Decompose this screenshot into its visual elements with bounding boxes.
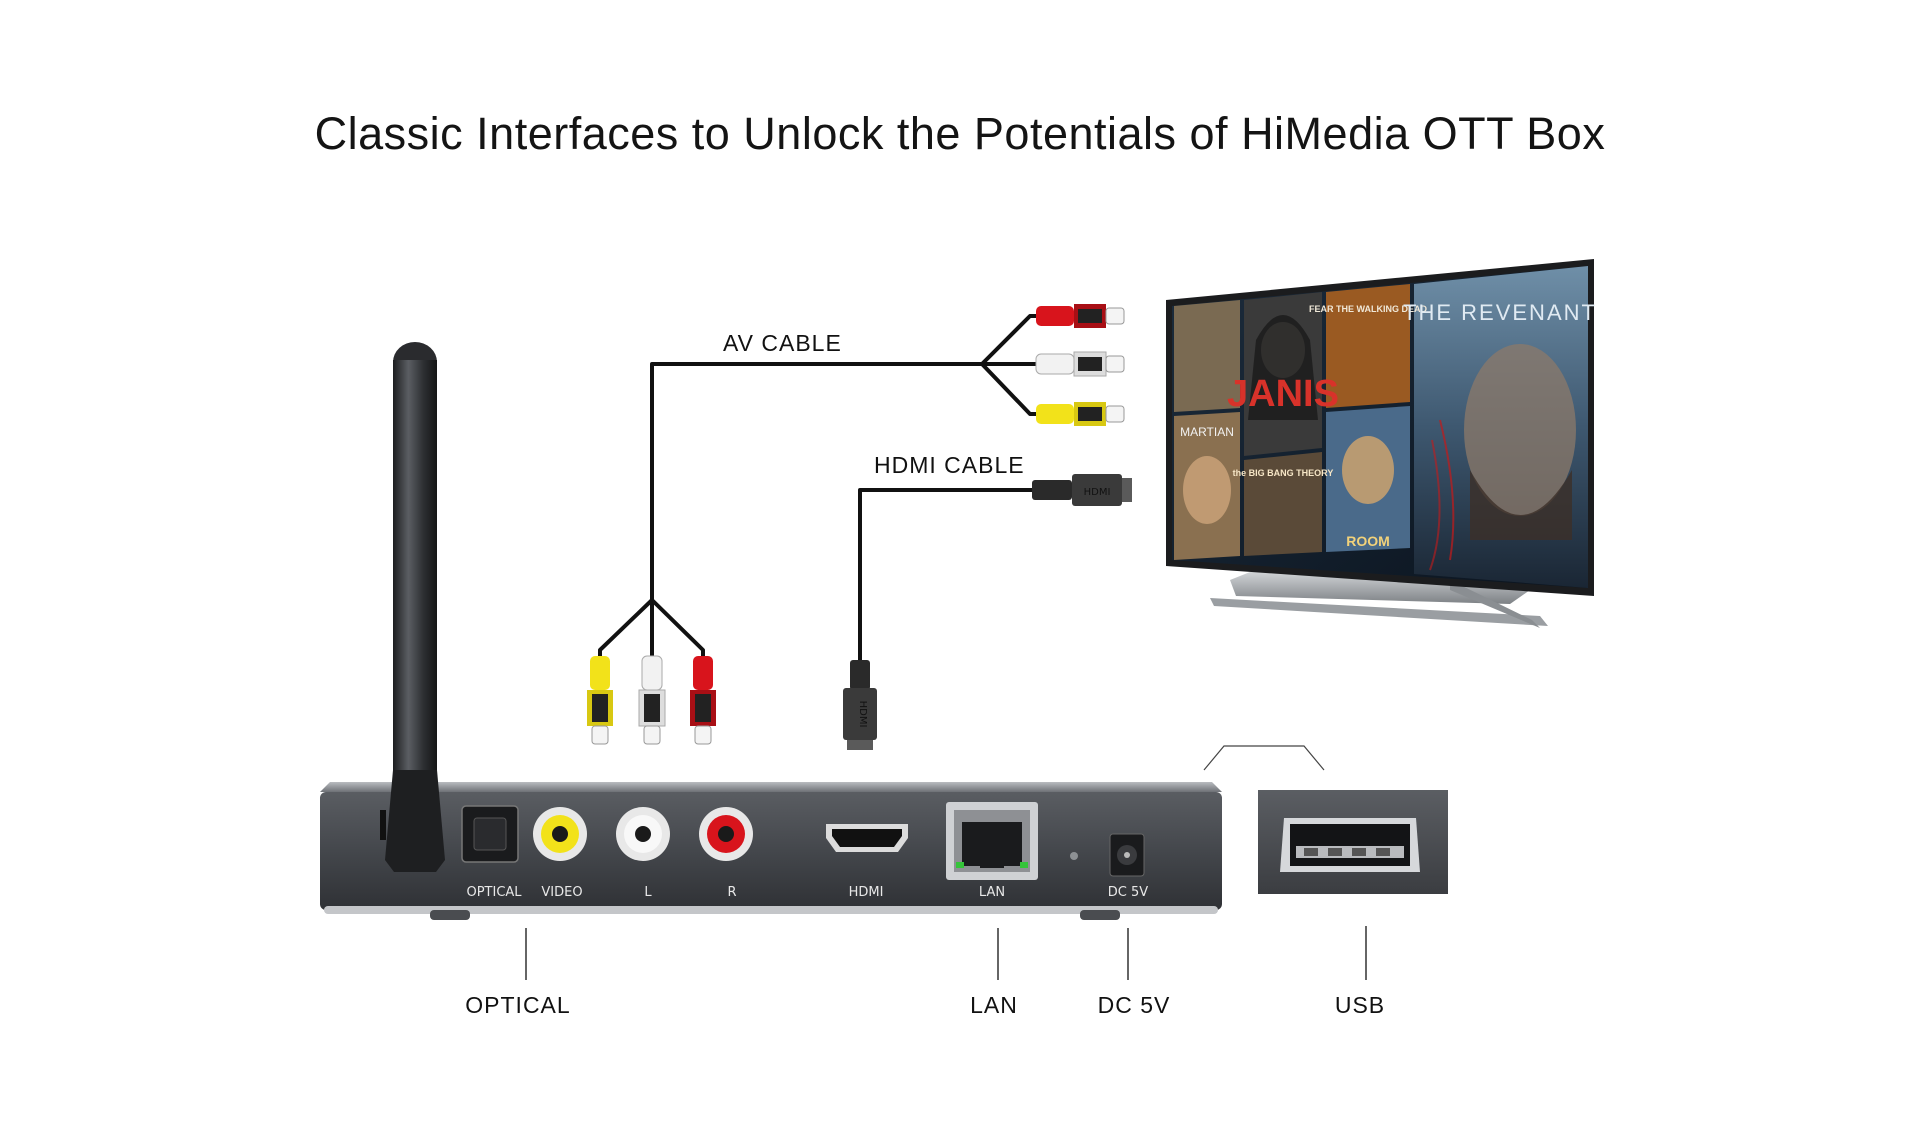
dc-port — [1109, 833, 1145, 877]
tv-screen-content: JANIS FEAR THE WALKING DEAD THE REVENANT… — [1174, 266, 1597, 588]
hdmi-cable — [858, 488, 1040, 664]
callout-usb: USB — [1335, 992, 1385, 1018]
ott-box: OPTICAL VIDEO L R HDMI LAN DC 5V — [320, 782, 1222, 920]
audio-left-port — [616, 807, 670, 861]
antenna — [380, 342, 445, 872]
callout-dc: DC 5V — [1098, 992, 1171, 1018]
rca-plug-red-tv — [1036, 304, 1125, 328]
av-cable-label: AV CABLE — [723, 330, 842, 356]
reset-hole — [1070, 852, 1078, 860]
hdmi-cable-label: HDMI CABLE — [874, 452, 1025, 478]
hdmi-port — [826, 824, 908, 852]
lan-port — [946, 802, 1038, 880]
rca-plug-white-box — [638, 655, 666, 745]
port-label-optical: OPTICAL — [466, 885, 522, 900]
rca-plug-white-tv — [1035, 351, 1125, 377]
poster-room: ROOM — [1346, 533, 1390, 549]
port-label-l: L — [644, 885, 652, 900]
video-port — [533, 807, 587, 861]
poster-revenant: THE REVENANT — [1403, 300, 1597, 325]
rca-plug-red-box — [690, 656, 716, 745]
optical-port — [461, 805, 519, 863]
poster-fear: FEAR THE WALKING DEAD — [1309, 304, 1427, 314]
port-label-r: R — [727, 885, 736, 900]
rca-plug-yellow-box — [587, 656, 613, 745]
hdmi-plug-tv-label: HDMI — [1084, 487, 1111, 498]
television: JANIS FEAR THE WALKING DEAD THE REVENANT… — [1166, 259, 1597, 628]
poster-janis: JANIS — [1227, 373, 1339, 415]
port-label-hdmi: HDMI — [849, 885, 884, 900]
poster-martian: MARTIAN — [1180, 425, 1234, 439]
audio-right-port — [699, 807, 753, 861]
port-label-video: VIDEO — [541, 885, 582, 900]
usb-port — [1280, 818, 1420, 872]
hdmi-plug-box: HDMI — [843, 660, 877, 750]
callout-optical: OPTICAL — [465, 992, 570, 1018]
usb-zoom — [1203, 745, 1448, 894]
hdmi-plug-box-label: HDMI — [857, 701, 868, 728]
callout-lan: LAN — [970, 992, 1018, 1018]
page-title: Classic Interfaces to Unlock the Potenti… — [314, 108, 1606, 159]
hdmi-plug-tv: HDMI — [1032, 474, 1132, 506]
port-label-dc: DC 5V — [1108, 885, 1148, 900]
rca-plug-yellow-tv — [1036, 402, 1125, 426]
port-label-lan: LAN — [979, 885, 1005, 900]
poster-bbt: the BIG BANG THEORY — [1233, 468, 1334, 478]
callout-lines — [525, 926, 1367, 980]
